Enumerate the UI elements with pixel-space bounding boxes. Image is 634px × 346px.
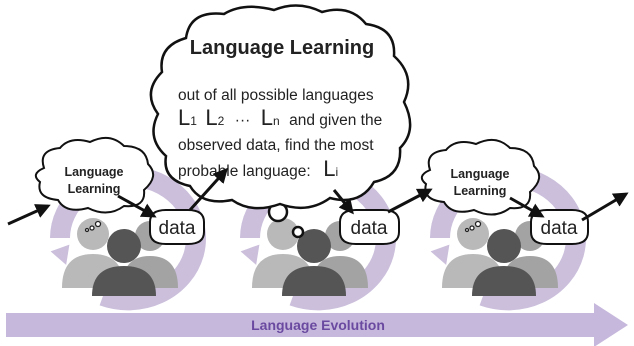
data-bubble-1: data xyxy=(149,209,205,245)
flow-arrows xyxy=(7,167,629,226)
data-to-right-cloud-arrow xyxy=(387,188,433,214)
line2-tail: and given the xyxy=(289,112,382,129)
person-dark-icon xyxy=(92,229,156,296)
data-label: data xyxy=(159,218,196,239)
thought-dots-icon xyxy=(464,220,482,233)
lang-i-sub: i xyxy=(335,165,338,179)
ellipsis: ··· xyxy=(235,112,251,129)
small-thought-cloud-right: Language Learning xyxy=(420,138,541,216)
evolution-band: Language Evolution xyxy=(6,303,628,346)
thought-dots-icon xyxy=(84,220,102,233)
cloud-to-data-arrow xyxy=(117,194,157,218)
generation-3 xyxy=(430,166,586,311)
data-label: data xyxy=(541,218,578,239)
lang-1-sub: 1 xyxy=(190,114,197,128)
big-cloud-line4: probable language: Li xyxy=(178,156,338,181)
lang-2: L xyxy=(205,105,217,130)
big-cloud-title: Language Learning xyxy=(190,37,374,59)
big-cloud-to-data-arrow xyxy=(332,189,354,215)
person-dark-icon xyxy=(472,229,536,296)
data-to-big-cloud-arrow xyxy=(188,167,229,212)
small-cloud-title-line1: Language xyxy=(450,167,509,181)
data-bubble-3: data xyxy=(530,209,589,245)
output-arrow xyxy=(581,192,629,222)
big-cloud-line1: out of all possible languages xyxy=(178,87,374,104)
lang-1: L xyxy=(178,105,190,130)
lang-2-sub: 2 xyxy=(218,114,225,128)
big-cloud-languages-line: L1 L2 ··· Ln and given the xyxy=(178,105,382,130)
lang-i: L xyxy=(323,156,335,181)
data-bubble-2: data xyxy=(339,209,400,245)
input-arrow xyxy=(7,204,51,226)
lang-n-sub: n xyxy=(273,114,280,128)
evolution-label: Language Evolution xyxy=(251,317,385,333)
big-thought-cloud: Language Learning out of all possible la… xyxy=(149,4,412,210)
person-dark-icon xyxy=(282,229,346,296)
lang-n: L xyxy=(261,105,273,130)
line4-text: probable language: xyxy=(178,163,311,180)
big-cloud-line3: observed data, find the most xyxy=(178,137,374,154)
right-cloud-to-data-arrow xyxy=(509,196,545,218)
small-cloud-title-line1: Language xyxy=(64,165,123,179)
evolution-arrow xyxy=(6,303,628,346)
small-thought-cloud-left: Language Learning xyxy=(34,136,155,214)
data-label: data xyxy=(351,218,388,239)
small-cloud-title-line2: Learning xyxy=(68,182,121,196)
small-cloud-title-line2: Learning xyxy=(454,184,507,198)
